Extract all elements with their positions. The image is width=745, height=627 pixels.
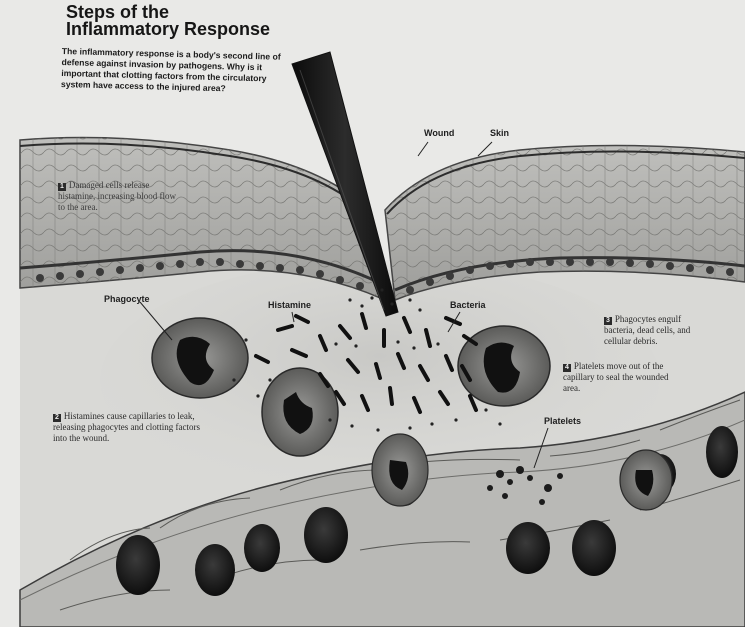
phagocyte-right [458,326,550,406]
step-1-number: 1 [58,183,66,191]
label-wound: Wound [424,128,454,138]
label-histamine: Histamine [268,300,311,310]
step-4-number: 4 [563,364,571,372]
phagocyte-left [152,318,248,398]
label-bacteria: Bacteria [450,300,486,310]
intro-question: The inflammatory response is a body's se… [61,46,287,96]
step-2-description: Histamines cause capillaries to leak, re… [53,411,200,443]
phagocyte-lower-right [620,450,672,510]
label-phagocyte: Phagocyte [104,294,150,304]
step-3-description: Phagocytes engulf bacteria, dead cells, … [604,314,690,346]
step-4-description: Platelets move out of the capillary to s… [563,361,668,393]
step-3-number: 3 [604,317,612,325]
label-platelets: Platelets [544,416,581,426]
step-1-description: Damaged cells release histamine, increas… [58,180,176,212]
phagocyte-in-capillary [372,434,428,506]
label-skin: Skin [490,128,509,138]
page-title: Steps of the Inflammatory Response [66,4,326,38]
step-2-number: 2 [53,414,61,422]
title-line-2: Inflammatory Response [66,21,326,38]
